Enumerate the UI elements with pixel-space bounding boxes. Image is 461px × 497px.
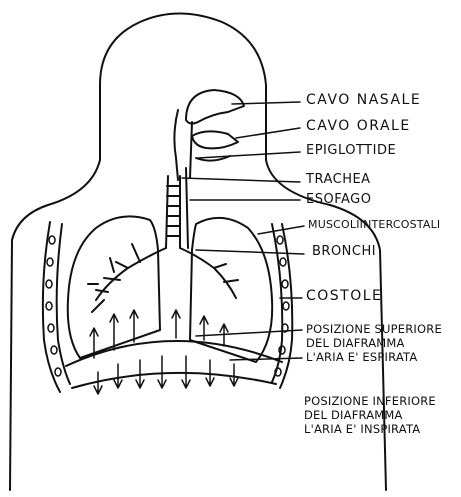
label-esofago: ESOFAGO [306,192,371,207]
label-costole: COSTOLE [306,288,382,304]
leader-cavo-orale [236,128,300,138]
posizione-superiore-line-2: DEL DIAFRAMMA [306,336,442,350]
posizione-inferiore-line-3: L'ARIA E' INSPIRATA [304,422,436,436]
leader-muscoli [258,226,304,234]
label-muscoli-intercostali: MUSCOLIINTERCOSTALI [308,218,440,232]
diaphragm-upper [66,341,282,366]
label-posizione-superiore: POSIZIONE SUPERIORE DEL DIAFRAMMA L'ARIA… [306,322,442,364]
label-epiglottide: EPIGLOTTIDE [306,143,396,158]
esophagus [186,168,188,248]
label-trachea: TRACHEA [306,172,371,187]
nasal-cavity [186,90,244,124]
posizione-inferiore-line-1: POSIZIONE INFERIORE [304,394,436,408]
oral-cavity [192,131,238,148]
label-bronchi: BRONCHI [312,244,376,259]
leader-posizione-superiore [196,330,302,336]
posizione-superiore-line-1: POSIZIONE SUPERIORE [306,322,442,336]
leader-epiglottide [198,152,300,158]
label-cavo-orale: CAVO ORALE [306,118,411,134]
posizione-inferiore-line-2: DEL DIAFRAMMA [304,408,436,422]
label-cavo-nasale: CAVO NASALE [306,92,421,108]
label-posizione-inferiore: POSIZIONE INFERIORE DEL DIAFRAMMA L'ARIA… [304,394,436,436]
posizione-superiore-line-3: L'ARIA E' ESPIRATA [306,350,442,364]
leader-posizione-inferiore [230,358,302,360]
bronchi [96,248,238,300]
leader-trachea [182,178,300,182]
